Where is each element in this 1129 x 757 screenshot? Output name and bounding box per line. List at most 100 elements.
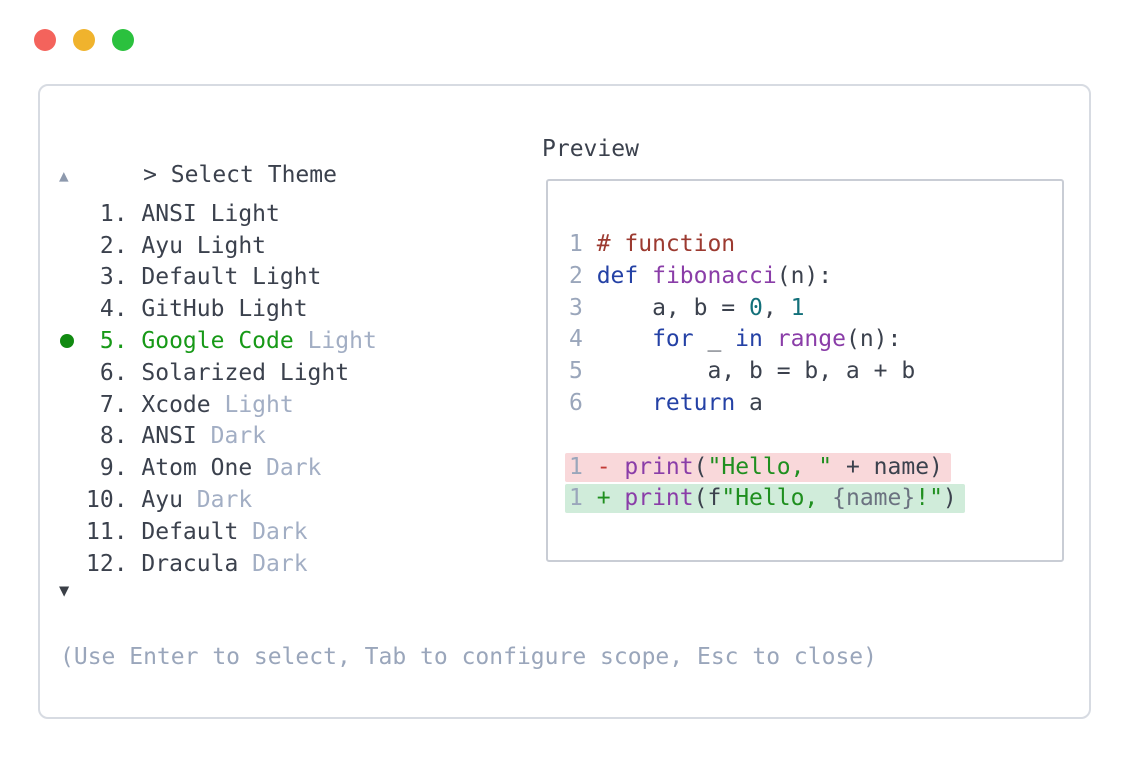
zoom-window-icon[interactable] <box>112 29 134 51</box>
theme-item-variant: Light <box>307 328 377 355</box>
theme-item-name: ANSI <box>141 423 197 450</box>
code-token: ( <box>693 453 708 480</box>
theme-list-item[interactable]: 2.Ayu Light <box>40 230 540 262</box>
code-token: , <box>762 294 791 321</box>
code-line: 3 a, b = 0, 1 <box>569 293 965 325</box>
code-line: 1 # function <box>569 229 965 261</box>
theme-item-name: ANSI Light <box>141 200 280 227</box>
minimize-window-icon[interactable] <box>73 29 95 51</box>
selected-indicator-dot <box>60 334 74 349</box>
code-line: 5 a, b = b, a + b <box>569 356 965 388</box>
diff-highlight: 1+ print(f"Hello, {name}!") <box>565 484 965 514</box>
theme-list: 1. ANSI Light 2.Ayu Light 3. Default Light… <box>40 198 540 580</box>
theme-item-number: 1. <box>86 200 128 227</box>
code-token <box>597 390 652 416</box>
code-token: (f <box>693 485 722 512</box>
code-token: print <box>624 485 694 512</box>
theme-item-number: 4. <box>86 296 128 323</box>
window-controls <box>34 29 134 51</box>
code-token: 1 <box>790 294 805 321</box>
theme-list-item[interactable]: 1. ANSI Light <box>40 198 540 230</box>
code-line: 6 return a <box>569 388 965 420</box>
code-token: + <box>596 485 625 512</box>
theme-list-item[interactable]: 9. Atom One Dark <box>40 452 540 484</box>
code-line: 2 def fibonacci(n): <box>569 261 965 293</box>
prompt-chevron-icon: > <box>143 162 157 188</box>
theme-list-item[interactable]: 12. Dracula Dark <box>40 548 540 580</box>
theme-item-number: 12. <box>86 550 128 577</box>
theme-item-number: 5. <box>86 328 128 355</box>
code-token: (n): <box>845 326 902 353</box>
line-number: 5 <box>569 358 583 385</box>
theme-item-name: Ayu Light <box>141 232 267 259</box>
diff-highlight: 1- print("Hello, " + name) <box>565 452 951 482</box>
code-token: in <box>735 326 763 353</box>
theme-item-name: Solarized Light <box>141 359 350 386</box>
scroll-down-icon[interactable]: ▼ <box>59 581 70 601</box>
theme-item-name: Dracula <box>141 550 239 577</box>
theme-item-number: 8. <box>86 423 128 450</box>
theme-item-name: Atom One <box>141 455 253 482</box>
theme-item-variant: Light <box>224 391 294 418</box>
theme-list-item[interactable]: 5. Google Code Light <box>40 325 540 357</box>
code-token: a, b = <box>596 294 750 321</box>
code-token: - <box>596 453 625 480</box>
code-token: for <box>652 326 694 353</box>
theme-item-name: Default Light <box>141 264 322 291</box>
code-token: "Hello, " <box>707 453 833 480</box>
theme-item-name: Google Code <box>141 328 294 355</box>
line-number: 1 <box>569 231 583 257</box>
theme-item-variant: Dark <box>196 487 253 514</box>
code-token: a, b = b, a + b <box>596 358 916 385</box>
theme-list-item[interactable]: 4.GitHub Light <box>40 293 540 325</box>
theme-item-name: Xcode <box>141 391 211 418</box>
theme-picker-panel: >Select Theme Preview ▲ 1.ANSI Light 2.A… <box>38 84 1091 719</box>
code-token: "Hello, <box>721 485 833 512</box>
scroll-up-icon[interactable]: ▲ <box>59 166 69 185</box>
code-token: # function <box>596 231 736 257</box>
code-token: (n): <box>776 262 833 289</box>
code-token: fibonacci <box>652 262 777 289</box>
theme-item-variant: Dark <box>252 550 308 577</box>
close-window-icon[interactable] <box>34 29 56 51</box>
code-line: 4 for _ in range(n): <box>569 324 965 356</box>
theme-item-number: 9. <box>86 455 128 482</box>
theme-item-variant: Dark <box>252 518 308 545</box>
code-token: print <box>624 453 694 480</box>
line-number: 2 <box>569 262 583 289</box>
code-token: return <box>652 389 736 416</box>
theme-list-item[interactable]: 11. Default Dark <box>40 516 540 548</box>
code-token: + name) <box>832 453 943 480</box>
theme-list-item[interactable]: 3. Default Light <box>40 262 540 294</box>
code-token: def <box>596 262 639 289</box>
page-title-text: Select Theme <box>170 162 337 188</box>
line-number: 1 <box>569 453 583 480</box>
theme-item-number: 3. <box>86 264 128 291</box>
diff-line-added: 1+ print(f"Hello, {name}!") <box>565 483 965 515</box>
code-token: !" <box>915 485 943 512</box>
code-token: 0 <box>749 294 763 321</box>
code-token: _ <box>693 326 736 353</box>
line-number: 3 <box>569 294 583 321</box>
theme-list-item[interactable]: 6. Solarized Light <box>40 357 540 389</box>
theme-item-number: 6. <box>86 359 128 386</box>
keyboard-hint: (Use Enter to select, Tab to configure s… <box>60 644 877 670</box>
code-token: a <box>735 389 763 416</box>
code-token <box>763 326 777 352</box>
theme-item-number: 10. <box>86 487 128 514</box>
code-token: {name} <box>832 485 916 512</box>
code-token <box>597 326 652 352</box>
theme-item-name: Default <box>141 518 239 545</box>
code-token <box>638 263 652 289</box>
theme-item-number: 11. <box>86 518 128 545</box>
theme-item-variant: Dark <box>266 455 322 482</box>
line-number: 4 <box>569 326 583 353</box>
blank-line <box>569 420 965 452</box>
diff-line-removed: 1- print("Hello, " + name) <box>565 452 965 484</box>
